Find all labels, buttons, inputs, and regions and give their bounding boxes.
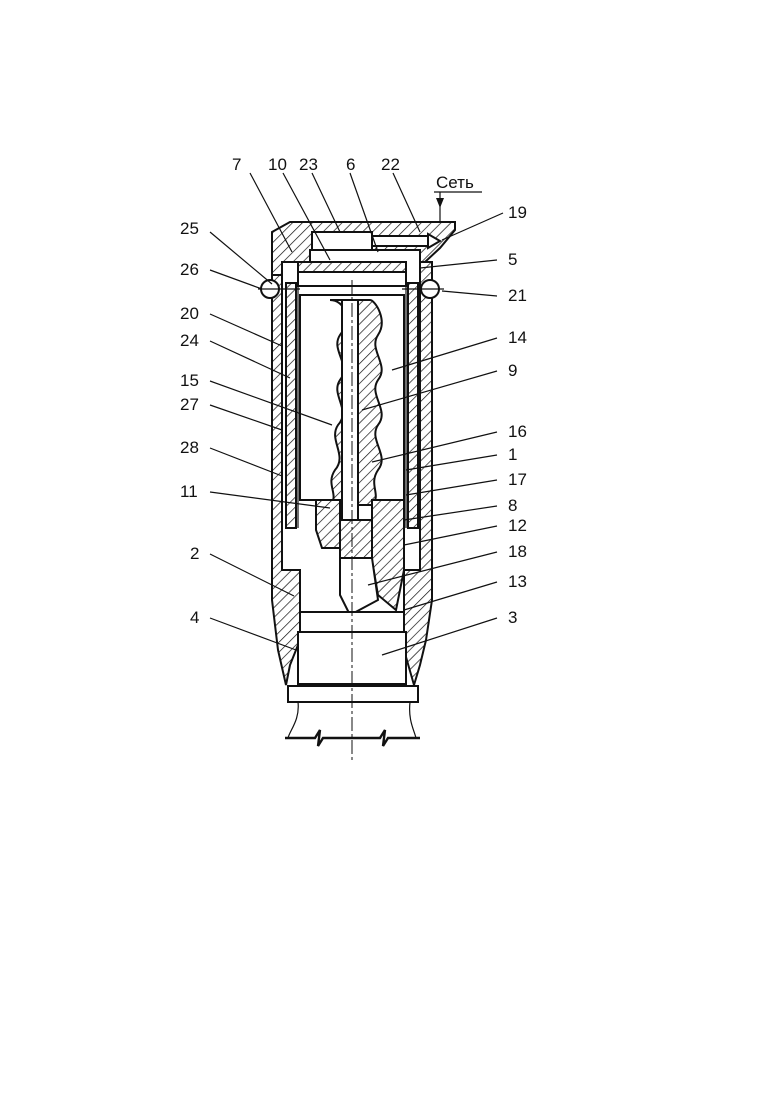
label-2: 2 bbox=[190, 544, 199, 563]
label-12: 12 bbox=[508, 516, 527, 535]
label-11: 11 bbox=[180, 482, 198, 501]
label-26: 26 bbox=[180, 260, 199, 279]
label-16: 16 bbox=[508, 422, 527, 441]
label-25: 25 bbox=[180, 219, 199, 238]
label-6: 6 bbox=[346, 155, 355, 174]
network-label: Сеть bbox=[436, 173, 474, 192]
label-10: 10 bbox=[268, 155, 287, 174]
label-19: 19 bbox=[508, 203, 527, 222]
label-28: 28 bbox=[180, 438, 199, 457]
label-17: 17 bbox=[508, 470, 527, 489]
label-4: 4 bbox=[190, 608, 199, 627]
label-5: 5 bbox=[508, 250, 517, 269]
label-23: 23 bbox=[299, 155, 318, 174]
label-1: 1 bbox=[508, 445, 517, 464]
label-8: 8 bbox=[508, 496, 517, 515]
lower-blocks bbox=[316, 500, 404, 615]
label-27: 27 bbox=[180, 395, 199, 414]
label-3: 3 bbox=[508, 608, 517, 627]
label-24: 24 bbox=[180, 331, 199, 350]
label-15: 15 bbox=[180, 371, 199, 390]
label-13: 13 bbox=[508, 572, 527, 591]
label-22: 22 bbox=[381, 155, 400, 174]
label-20: 20 bbox=[180, 304, 199, 323]
label-14: 14 bbox=[508, 328, 527, 347]
label-21: 21 bbox=[508, 286, 527, 305]
label-9: 9 bbox=[508, 361, 517, 380]
label-18: 18 bbox=[508, 542, 527, 561]
label-7: 7 bbox=[232, 155, 241, 174]
